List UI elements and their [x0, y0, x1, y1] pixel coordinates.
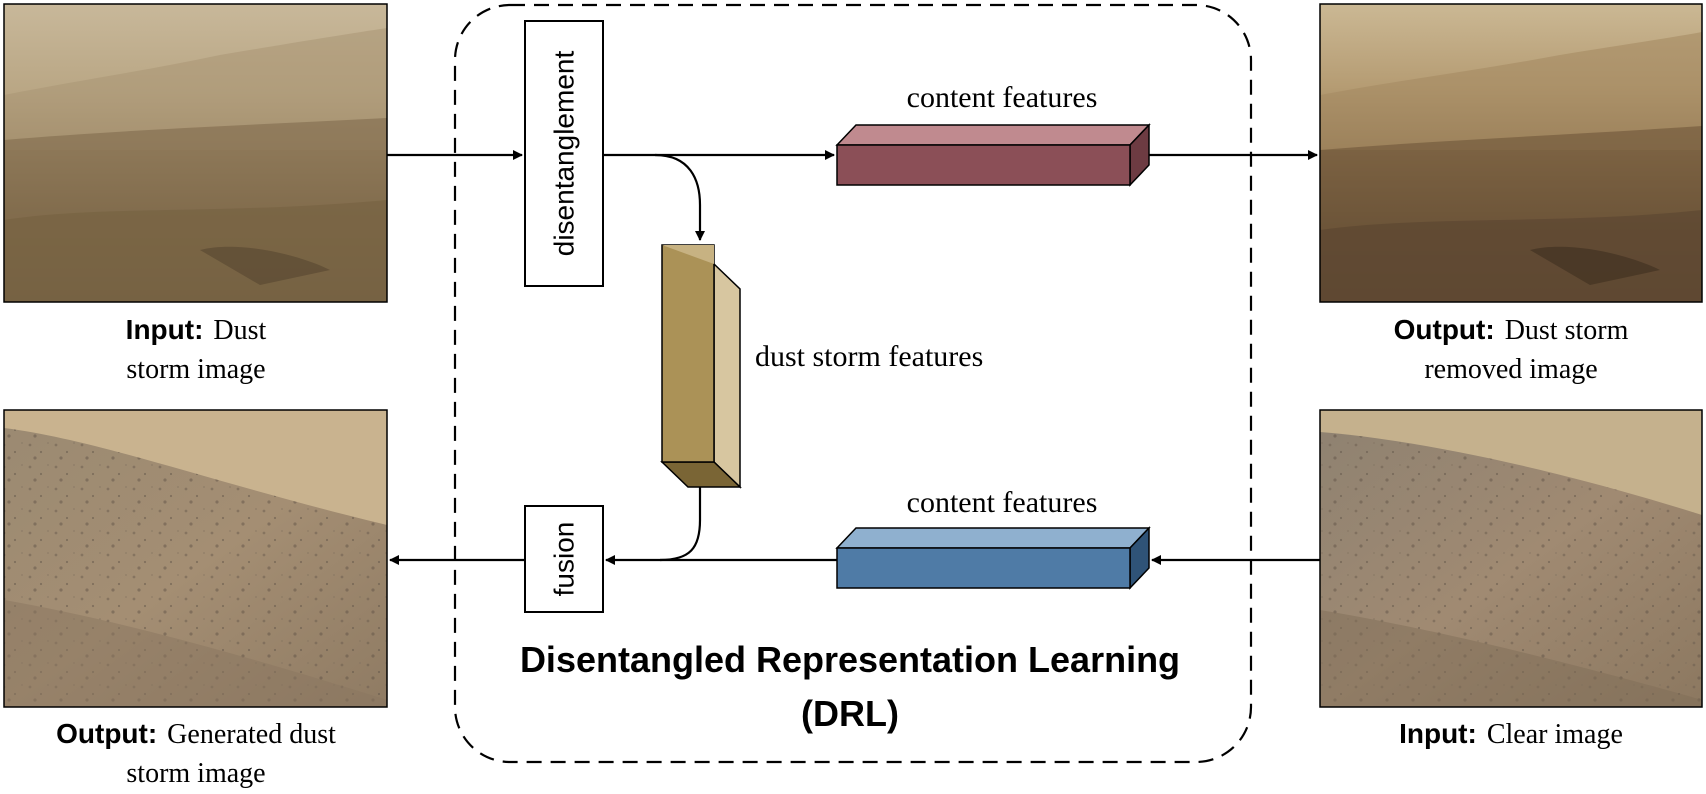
disentanglement-label: disentanglement [548, 51, 579, 257]
dust-storm-features-label: dust storm features [755, 340, 983, 373]
drl-title-line2: (DRL) [801, 693, 899, 734]
content-features-label-top: content features [907, 81, 1098, 114]
dust-storm-features-block [660, 244, 742, 489]
content-features-block-top [835, 123, 1151, 187]
arrow-dust-to-fusion [659, 487, 702, 562]
arrow-disentanglement-to-dust [654, 153, 705, 241]
drl-title-line1: Disentangled Representation Learning [520, 639, 1180, 680]
fusion-module: fusion [524, 505, 604, 613]
caption-bottom-right-text1: Clear image [1487, 719, 1623, 750]
content-features-label-bottom: content features [907, 486, 1098, 519]
caption-top-left-bold: Input: [126, 314, 204, 345]
dust-storm-input-image [3, 3, 388, 303]
caption-bottom-right-line1: Input: Clear image [1399, 718, 1623, 750]
drl-container [453, 3, 1253, 764]
caption-top-right-text1: Dust storm [1505, 315, 1629, 346]
caption-top-right-line2: removed image [1424, 354, 1597, 385]
content-features-block-bottom [835, 526, 1151, 590]
disentanglement-module: disentanglement [524, 20, 604, 287]
caption-top-left-text1: Dust [213, 315, 266, 346]
caption-bottom-left-text1: Generated dust [167, 719, 336, 750]
fusion-label: fusion [548, 522, 579, 597]
caption-bottom-right-bold: Input: [1399, 718, 1477, 749]
caption-top-left-line1: Input: Dust [126, 314, 267, 346]
dust-storm-removed-output-image [1319, 3, 1703, 303]
caption-bottom-left-line2: storm image [126, 758, 265, 789]
clear-input-image [1319, 409, 1703, 708]
caption-top-right-line1: Output: Dust storm [1394, 314, 1629, 346]
connectors [387, 150, 1320, 565]
caption-bottom-left-bold: Output: [56, 718, 157, 749]
caption-top-left-line2: storm image [126, 354, 265, 385]
caption-bottom-left-line1: Output: Generated dust [56, 718, 336, 750]
caption-top-right-bold: Output: [1394, 314, 1495, 345]
generated-dust-storm-output-image [3, 409, 388, 708]
